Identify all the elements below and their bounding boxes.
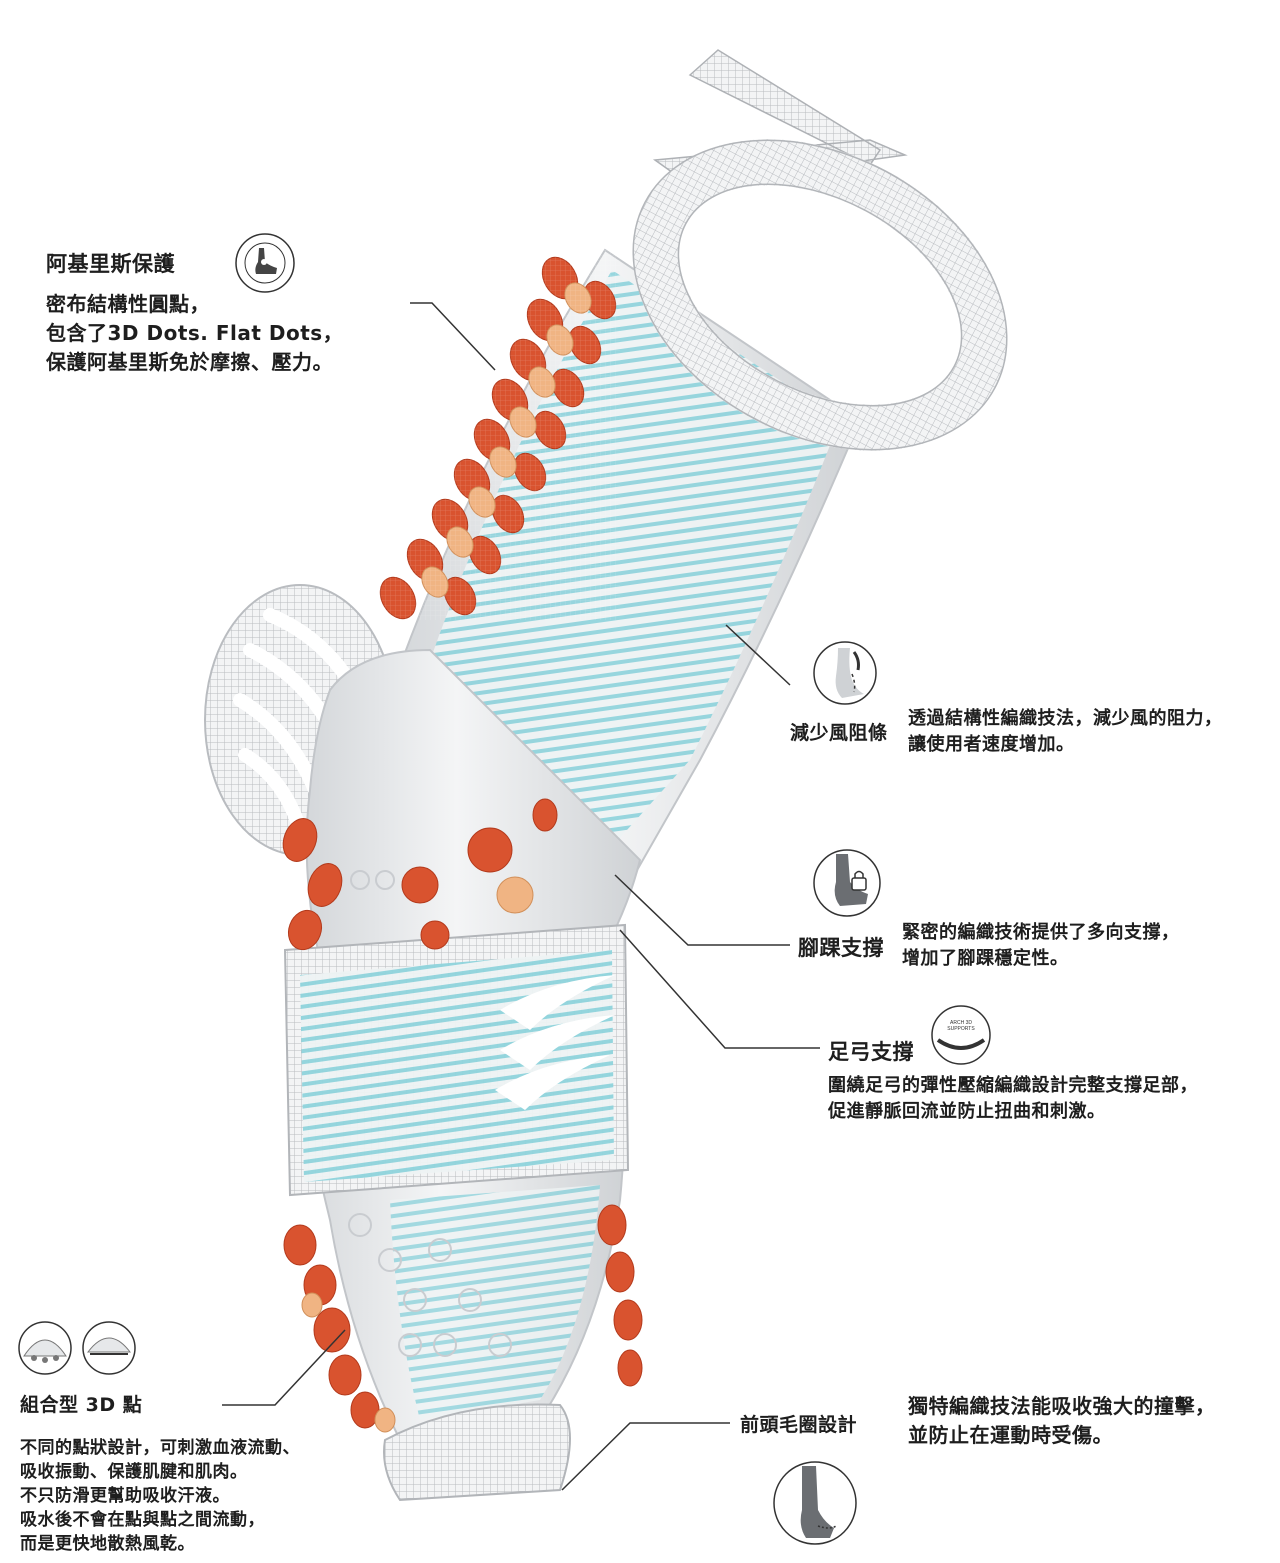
brand-logo-chevrons <box>495 975 615 1110</box>
dots-title: 組合型 3D 點 <box>20 1394 143 1416</box>
arch-support-icon: ARCH 3D SUPPORTS <box>931 1005 991 1065</box>
arch-title: 足弓支撐 <box>828 1040 914 1064</box>
arch-icon-text-top: ARCH 3D <box>950 1020 972 1026</box>
arch-body: 圍繞足弓的彈性壓縮編織設計完整支撐足部， 促進靜脈回流並防止扭曲和刺激。 <box>828 1075 1198 1122</box>
achilles-body: 密布結構性圓點， 包含了3D Dots. Flat Dots， 保護阿基里斯免於… <box>46 292 344 374</box>
sole-bumps <box>348 870 512 1357</box>
3d-dot-domes-icon <box>18 1321 136 1375</box>
achilles-protection-icon <box>235 233 295 293</box>
toe-cap <box>383 1403 571 1502</box>
wind-body: 透過結構性編織技法，減少風的阻力， 讓使用者速度增加。 <box>908 708 1223 755</box>
cuff-ring <box>632 139 1008 451</box>
forefoot-dots <box>283 1204 643 1429</box>
toe-title: 前頭毛圈設計 <box>740 1414 858 1436</box>
ankle-lock-icon <box>813 849 881 917</box>
leg-airflow-icon <box>813 641 877 705</box>
ankle-body: 緊密的編織技術提供了多向支撐， 增加了腳踝穩定性。 <box>902 922 1180 969</box>
achilles-title: 阿基里斯保護 <box>46 252 175 276</box>
heel-dots <box>282 798 558 951</box>
dots-body: 不同的點狀設計，可刺激血液流動、 吸收振動、保護肌腱和肌肉。 不只防滑更幫助吸收… <box>20 1438 300 1554</box>
wind-title: 減少風阻條 <box>790 722 888 744</box>
ankle-title: 腳踝支撐 <box>798 936 884 960</box>
toe-body: 獨特編織技法能吸收強大的撞擊， 並防止在運動時受傷。 <box>908 1394 1216 1447</box>
leg-compression-stripes <box>420 270 840 860</box>
achilles-dot-columns <box>379 250 620 620</box>
leader-lines <box>222 302 820 1491</box>
arch-icon-text-bottom: SUPPORTS <box>947 1026 975 1032</box>
foot-toe-cushion-icon <box>773 1461 857 1545</box>
